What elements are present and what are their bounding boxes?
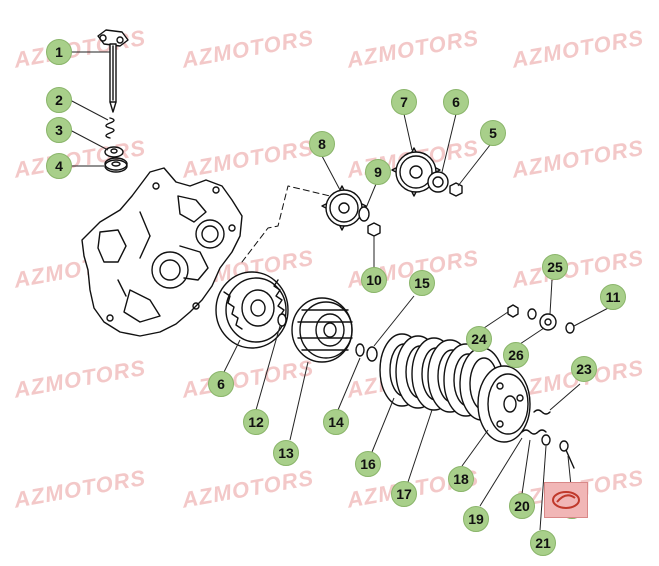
callout-8: 8 <box>309 131 335 157</box>
callout-20: 20 <box>509 493 535 519</box>
spring-part <box>105 117 115 139</box>
callout-2: 2 <box>46 87 72 113</box>
callout-1: 1 <box>46 39 72 65</box>
nut-part <box>449 182 463 197</box>
callout-25: 25 <box>542 254 568 280</box>
seal-part <box>104 157 128 173</box>
callout-11: 11 <box>600 284 626 310</box>
callout-26: 26 <box>503 342 529 368</box>
washer-part <box>355 343 365 357</box>
callout-6b: 6 <box>208 371 234 397</box>
clutch-basket-part <box>215 271 289 349</box>
callout-23: 23 <box>571 356 597 382</box>
pressure-plate-part <box>477 365 531 443</box>
gear-part <box>391 147 441 197</box>
nut-part <box>367 222 381 237</box>
callout-16: 16 <box>355 451 381 477</box>
callout-19: 19 <box>463 506 489 532</box>
spring-part <box>533 409 551 415</box>
crankcase-housing <box>81 167 243 337</box>
shift-shaft-part <box>97 29 129 113</box>
washer-part <box>565 322 575 334</box>
callout-5: 5 <box>480 120 506 146</box>
washer-part <box>541 434 551 446</box>
callout-17: 17 <box>391 481 417 507</box>
callout-12: 12 <box>243 409 269 435</box>
gear-part <box>539 313 557 331</box>
washer-part <box>104 146 124 158</box>
gear-part <box>427 171 449 193</box>
callout-13: 13 <box>273 440 299 466</box>
callout-18: 18 <box>448 466 474 492</box>
callout-9: 9 <box>365 159 391 185</box>
washer-part <box>527 308 537 320</box>
nut-part <box>507 304 519 318</box>
callout-15: 15 <box>409 270 435 296</box>
nut-part <box>366 346 378 362</box>
callout-3: 3 <box>46 117 72 143</box>
az-brand-logo-icon <box>544 482 588 518</box>
callout-7: 7 <box>391 89 417 115</box>
bolt-part <box>559 440 575 469</box>
callout-10: 10 <box>361 267 387 293</box>
callout-6: 6 <box>443 89 469 115</box>
callout-4: 4 <box>46 153 72 179</box>
callout-14: 14 <box>323 409 349 435</box>
callout-24: 24 <box>466 326 492 352</box>
callout-21: 21 <box>530 530 556 556</box>
clutch-hub-part <box>291 297 353 363</box>
az-brand-logo-icon <box>552 491 580 509</box>
gear-part <box>321 185 367 231</box>
washer-part <box>358 206 370 222</box>
spring-part <box>521 429 547 435</box>
washer-part <box>277 313 287 327</box>
